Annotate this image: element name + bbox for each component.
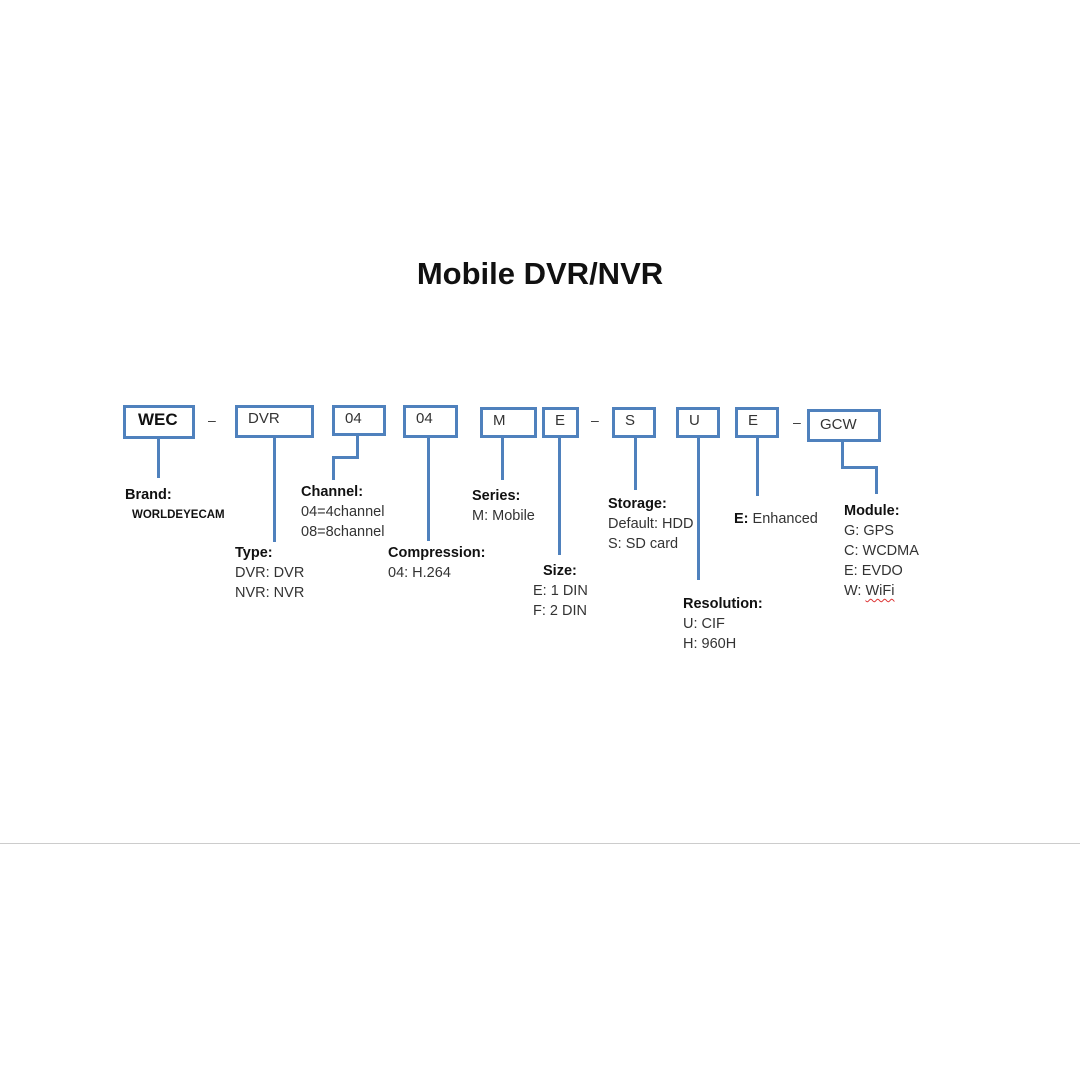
- module-connector: [875, 466, 878, 494]
- channel-connector: [332, 456, 335, 480]
- storage-option: Default: HDD: [608, 516, 694, 532]
- channel-label: Channel: 04=4channel 08=8channel: [301, 482, 384, 542]
- enhanced-code-box: E: [735, 407, 779, 438]
- type-connector: [273, 438, 276, 542]
- brand-code-box: WEC: [123, 405, 195, 439]
- type-code-box: DVR: [235, 405, 314, 438]
- resolution-option: U: CIF: [683, 616, 725, 632]
- storage-heading: Storage:: [608, 496, 667, 512]
- channel-option: 08=8channel: [301, 524, 385, 540]
- storage-code-box: S: [612, 407, 656, 438]
- storage-label: Storage: Default: HDD S: SD card: [608, 494, 693, 554]
- module-wifi-prefix: W:: [844, 583, 866, 599]
- brand-value: WORLDEYECAM: [132, 509, 225, 521]
- type-option: DVR: DVR: [235, 565, 305, 581]
- page-divider: [0, 843, 1080, 844]
- size-heading: Size:: [543, 563, 577, 579]
- module-code-box: GCW: [807, 409, 881, 442]
- compression-label: Compression: 04: H.264: [388, 543, 486, 583]
- module-wifi-word: WiFi: [865, 583, 895, 599]
- compression-option: 04: H.264: [388, 565, 451, 581]
- channel-code-box: 04: [332, 405, 386, 436]
- module-heading: Module:: [844, 503, 900, 519]
- size-option: E: 1 DIN: [533, 583, 588, 599]
- enhanced-connector: [756, 438, 759, 496]
- channel-heading: Channel:: [301, 484, 364, 500]
- channel-connector: [356, 436, 359, 459]
- series-heading: Series:: [472, 488, 521, 504]
- series-label: Series: M: Mobile: [472, 486, 535, 526]
- resolution-connector: [697, 438, 700, 580]
- resolution-code-box: U: [676, 407, 720, 438]
- compression-heading: Compression:: [388, 545, 486, 561]
- module-option: W: WiFi: [844, 581, 919, 601]
- size-code-box: E: [542, 407, 579, 438]
- type-label: Type: DVR: DVR NVR: NVR: [235, 543, 304, 603]
- diagram-title: Mobile DVR/NVR: [416, 256, 664, 291]
- series-connector: [501, 438, 504, 480]
- storage-option: S: SD card: [608, 536, 679, 552]
- separator-dash: –: [793, 414, 801, 430]
- storage-connector: [634, 438, 637, 490]
- compression-connector: [427, 438, 430, 541]
- enhanced-text: Enhanced: [752, 511, 818, 527]
- channel-option: 04=4channel: [301, 504, 385, 520]
- series-option: M: Mobile: [472, 508, 535, 524]
- size-label: Size: E: 1 DIN F: 2 DIN: [533, 561, 588, 621]
- module-label: Module: G: GPS C: WCDMA E: EVDO W: WiFi: [844, 501, 919, 601]
- brand-connector: [157, 439, 160, 478]
- module-connector: [841, 466, 878, 469]
- separator-dash: –: [208, 412, 216, 428]
- series-code-box: M: [480, 407, 537, 438]
- enhanced-heading: E:: [734, 511, 749, 527]
- size-option: F: 2 DIN: [533, 603, 587, 619]
- resolution-heading: Resolution:: [683, 596, 763, 612]
- separator-dash: –: [591, 412, 599, 428]
- module-option: C: WCDMA: [844, 543, 919, 559]
- resolution-option: H: 960H: [683, 636, 737, 652]
- brand-heading: Brand:: [125, 487, 172, 503]
- resolution-label: Resolution: U: CIF H: 960H: [683, 594, 763, 654]
- type-heading: Type:: [235, 545, 273, 561]
- module-connector: [841, 442, 844, 469]
- enhanced-label: E: Enhanced: [734, 509, 818, 529]
- brand-label: Brand: WORLDEYECAM: [125, 485, 225, 525]
- channel-connector: [332, 456, 359, 459]
- compression-code-box: 04: [403, 405, 458, 438]
- module-option: E: EVDO: [844, 563, 903, 579]
- module-option: G: GPS: [844, 523, 894, 539]
- type-option: NVR: NVR: [235, 585, 305, 601]
- size-connector: [558, 438, 561, 555]
